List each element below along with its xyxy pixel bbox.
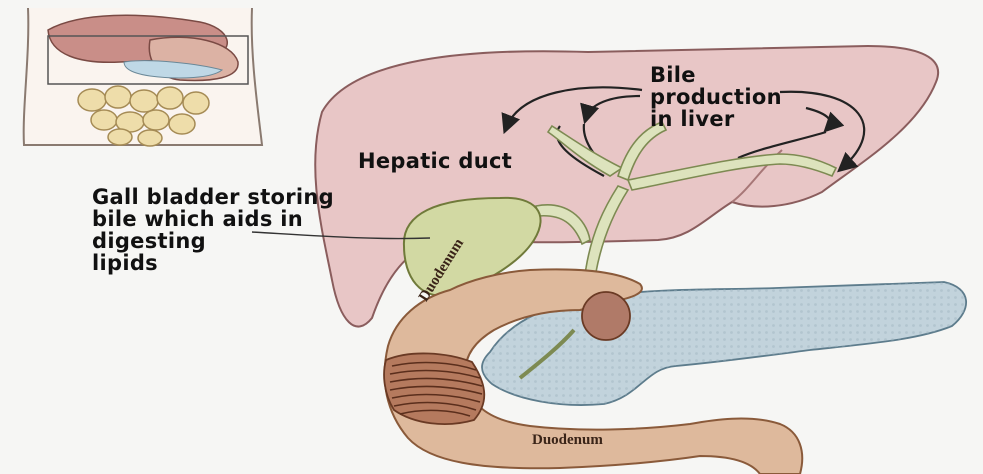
duct-opening [582, 292, 630, 340]
duodenum-lower-label: Duodenum [532, 432, 603, 449]
bile-production-line-3: in liver [650, 108, 782, 130]
duodenal-folds [384, 353, 484, 424]
hepatic-duct-label: Hepatic duct [358, 150, 512, 172]
bile-production-label: Bile production in liver [650, 64, 782, 130]
bile-production-line-1: Bile [650, 64, 782, 86]
bile-production-line-2: production [650, 86, 782, 108]
gall-bladder-line-3: digesting [92, 230, 334, 252]
gall-bladder-line-2: bile which aids in [92, 208, 334, 230]
gall-bladder-line-4: lipids [92, 252, 334, 274]
gall-bladder-label: Gall bladder storing bile which aids in … [92, 186, 334, 274]
torso-inset-icon [24, 8, 262, 146]
gall-bladder-line-1: Gall bladder storing [92, 186, 334, 208]
